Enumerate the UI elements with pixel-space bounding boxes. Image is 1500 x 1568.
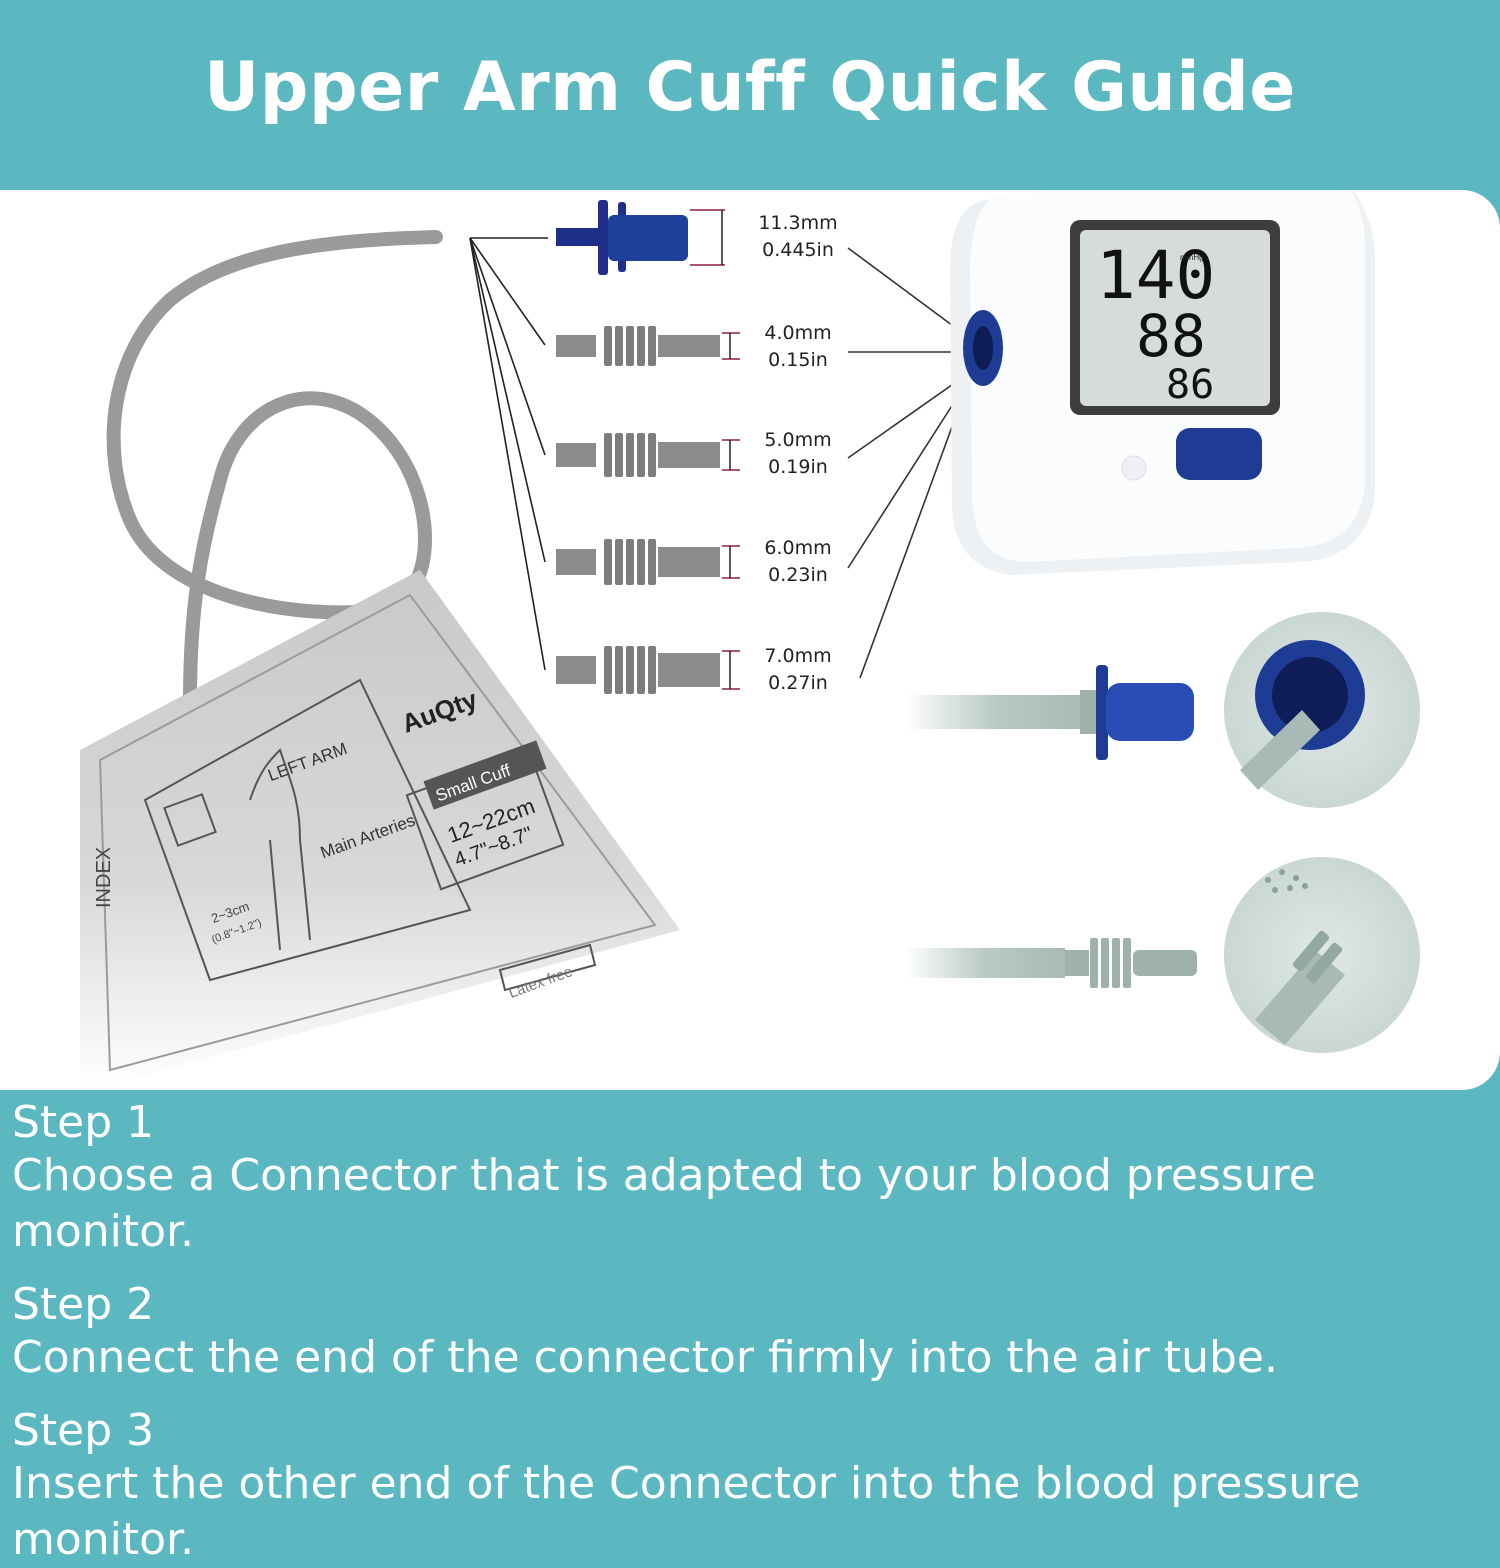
connector-gray-1 [556, 326, 740, 366]
systolic-reading: 140 [1096, 237, 1215, 314]
step-1: Step 1 Choose a Connector that is adapte… [12, 1098, 1492, 1260]
start-button[interactable] [1176, 428, 1262, 480]
blood-pressure-monitor: 140 mmHg 88 86 [950, 190, 1375, 575]
page-title: Upper Arm Cuff Quick Guide [204, 48, 1296, 127]
diastolic-reading: 88 [1136, 302, 1206, 370]
gray-connector-usage [905, 857, 1420, 1053]
connector-size-label-3: 5.0mm 0.19in [764, 429, 832, 478]
illustration-panel: AuQty LEFT ARM Small Cuff 12~22cm 4.7"~8… [0, 190, 1500, 1090]
cuff: AuQty LEFT ARM Small Cuff 12~22cm 4.7"~8… [80, 570, 680, 1090]
step-text: Insert the other end of the Connector in… [12, 1458, 1361, 1565]
step-label: Step 1 [12, 1097, 155, 1148]
connector-size-label-2: 4.0mm 0.15in [764, 322, 832, 371]
connector-size-label-4: 6.0mm 0.23in [764, 537, 832, 586]
memory-button[interactable] [1121, 455, 1147, 481]
connector-size-label-5: 7.0mm 0.27in [764, 645, 832, 694]
step-label: Step 2 [12, 1279, 155, 1330]
pulse-reading: 86 [1166, 362, 1214, 408]
blue-connector-usage [905, 612, 1420, 808]
step-text: Connect the end of the connector firmly … [12, 1332, 1278, 1383]
step-3: Step 3 Insert the other end of the Conne… [12, 1406, 1492, 1568]
unit-label: mmHg [1180, 253, 1204, 262]
connector-gray-2 [556, 433, 740, 477]
zoom-circle-gray [1224, 857, 1420, 1053]
connector-leader-lines [469, 237, 548, 671]
product-illustration: AuQty LEFT ARM Small Cuff 12~22cm 4.7"~8… [80, 190, 1420, 1090]
step-2: Step 2 Connect the end of the connector … [12, 1280, 1492, 1386]
step-text: Choose a Connector that is adapted to yo… [12, 1150, 1316, 1257]
connector-size-label-1: 11.3mm 0.445in [758, 212, 838, 261]
steps-list: Step 1 Choose a Connector that is adapte… [12, 1098, 1492, 1568]
cuff-size-bar [423, 740, 547, 810]
step-label: Step 3 [12, 1405, 155, 1456]
cuff-index: INDEX [93, 847, 115, 908]
connector-blue [556, 200, 725, 275]
connector-gray-4 [556, 646, 740, 694]
connector-gray-3 [556, 539, 740, 585]
port-leader-lines [847, 247, 973, 679]
